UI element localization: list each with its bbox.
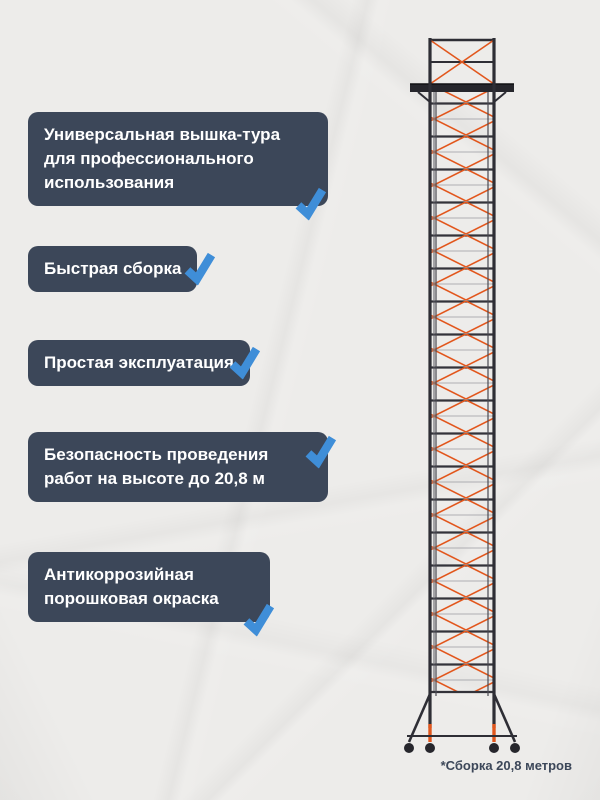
feature-badge: Антикоррозийная порошковая окраска — [28, 552, 275, 637]
tower-wheel — [404, 743, 414, 753]
feature-badge: Быстрая сборка — [28, 246, 216, 293]
feature-label: Безопасность проведения работ на высоте … — [44, 445, 269, 489]
feature-label: Быстрая сборка — [44, 259, 182, 278]
tower-rails — [428, 38, 496, 728]
check-icon — [243, 604, 275, 637]
tower-wheel — [489, 743, 499, 753]
check-icon — [185, 252, 216, 286]
check-icon — [295, 188, 327, 222]
check-icon — [305, 435, 337, 469]
check-icon — [229, 346, 260, 380]
tower-wheel — [510, 743, 520, 753]
feature-badge: Безопасность проведения работ на высоте … — [28, 432, 337, 503]
feature-label: Простая эксплуатация — [44, 353, 234, 372]
feature-badge: Простая эксплуатация — [28, 340, 260, 387]
footnote-text: *Сборка 20,8 метров — [440, 758, 572, 773]
tower-platform — [410, 83, 514, 103]
feature-badge: Универсальная вышка-тура для профессиона… — [28, 112, 328, 222]
feature-label: Антикоррозийная порошковая окраска — [44, 565, 219, 609]
tower-guardrail-top — [429, 38, 495, 85]
tower-lattice — [430, 92, 494, 692]
tower-wheel — [425, 743, 435, 753]
tower-base — [404, 693, 520, 753]
scaffold-tower-illustration — [404, 38, 520, 753]
feature-label: Универсальная вышка-тура для профессиона… — [44, 125, 281, 193]
